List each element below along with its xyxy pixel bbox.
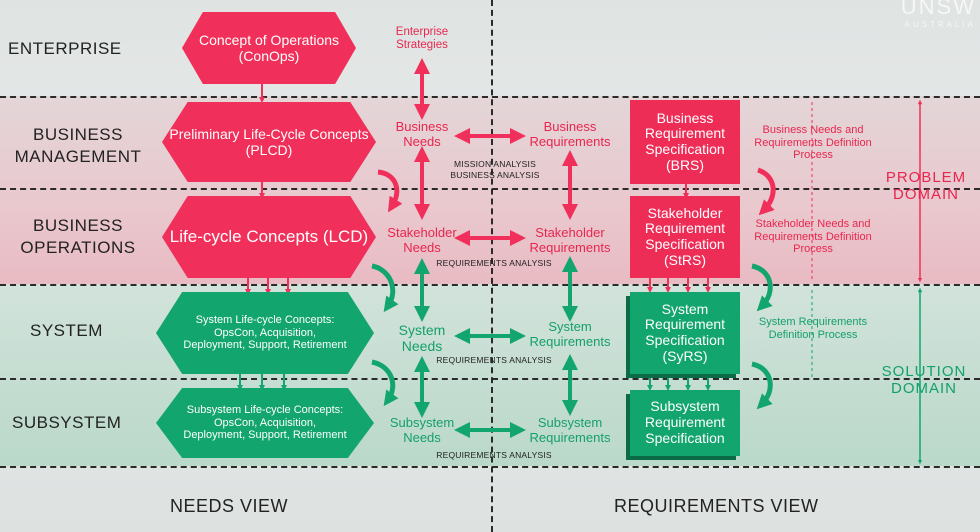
business-requirements-label: Business Requirements (529, 119, 611, 149)
requirements-view-label: REQUIREMENTS VIEW (614, 496, 819, 516)
business-process-label: Business Needs and Requirements Definiti… (754, 124, 872, 162)
brs-box: Business Requirement Specification (BRS) (630, 100, 740, 184)
curve-strs-syrs (751, 263, 773, 312)
conops-hexagon: Concept of Operations (ConOps) (182, 12, 356, 84)
business-analysis-caption: BUSINESS ANALYSIS (450, 170, 540, 180)
subsystem-needs-label: Subsystem Needs (389, 415, 455, 445)
curve-system-subsystem (371, 359, 399, 407)
curve-brs-strs (756, 167, 776, 216)
row-label-business-management: BUSINESS MANAGEMENT (14, 125, 142, 166)
problem-band (0, 96, 980, 284)
stakeholder-needs-label: Stakeholder Needs (387, 225, 457, 255)
row-divider (0, 378, 980, 380)
system-needs-label: System Needs (398, 322, 446, 355)
enterprise-strategies-label: Enterprise Strategies (395, 26, 449, 52)
mission-analysis-caption: MISSION ANALYSIS (454, 159, 536, 169)
row-divider (0, 188, 980, 190)
row-divider (0, 284, 980, 286)
curve-plcd-lcd (377, 169, 403, 213)
business-needs-label: Business Needs (395, 119, 449, 149)
requirements-analysis-caption: REQUIREMENTS ANALYSIS (436, 450, 552, 460)
view-divider (491, 0, 493, 532)
requirements-analysis-caption: REQUIREMENTS ANALYSIS (436, 355, 552, 365)
needs-view-label: NEEDS VIEW (170, 496, 289, 516)
system-lifecycle-hexagon: System Life-cycle Concepts: OpsCon, Acqu… (156, 292, 374, 374)
curve-syrs-subsystem (751, 361, 773, 410)
row-label-business-operations: BUSINESS OPERATIONS (20, 216, 136, 257)
row-divider (0, 96, 980, 98)
system-requirements-label: System Requirements (529, 319, 611, 349)
subsystem-requirements-label: Subsystem Requirements (529, 415, 611, 445)
subsystem-lifecycle-hexagon: Subsystem Life-cycle Concepts: OpsCon, A… (156, 388, 374, 458)
row-divider (0, 466, 980, 468)
syrs-box: System Requirement Specification (SyRS) (630, 292, 740, 374)
stakeholder-process-label: Stakeholder Needs and Requirements Defin… (754, 218, 872, 256)
curve-lcd-system (371, 263, 399, 313)
system-process-label: System Requirements Definition Process (758, 316, 868, 341)
subsystem-spec-box: Subsystem Requirement Specification (630, 390, 740, 456)
requirements-analysis-caption: REQUIREMENTS ANALYSIS (436, 258, 552, 268)
problem-domain-label: PROBLEM DOMAIN (885, 169, 967, 203)
row-label-enterprise: ENTERPRISE (8, 39, 122, 58)
strs-box: Stakeholder Requirement Specification (S… (630, 196, 740, 278)
solution-domain-label: SOLUTION DOMAIN (881, 363, 967, 397)
stakeholder-requirements-label: Stakeholder Requirements (529, 225, 611, 255)
lcd-hexagon: Life-cycle Concepts (LCD) (162, 196, 376, 278)
plcd-hexagon: Preliminary Life-Cycle Concepts (PLCD) (162, 102, 376, 182)
row-label-system: SYSTEM (30, 321, 103, 340)
row-label-subsystem: SUBSYSTEM (12, 413, 122, 432)
